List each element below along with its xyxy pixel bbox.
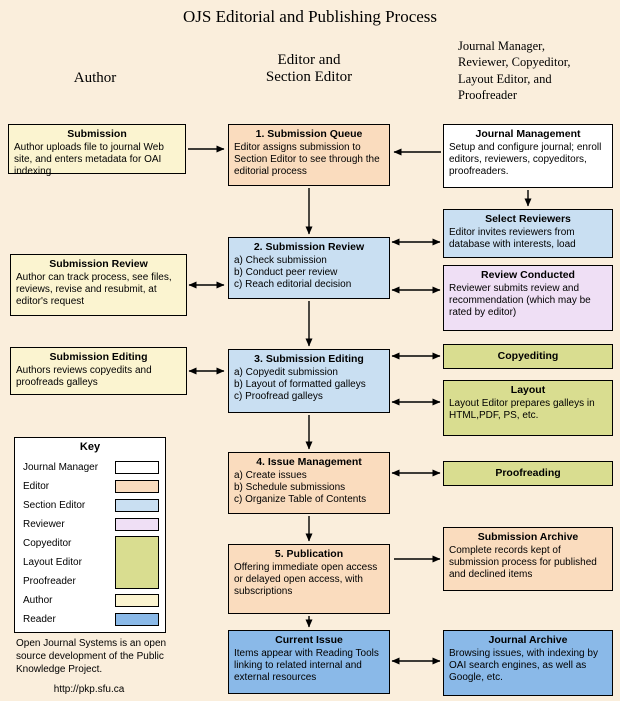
box-layout: Layout Layout Editor prepares galleys in… bbox=[443, 380, 613, 436]
legend-label: Reviewer bbox=[23, 519, 65, 530]
legend-label: Section Editor bbox=[23, 500, 86, 511]
box-submission-editing: 3. Submission Editing a) Copyedit submis… bbox=[228, 349, 390, 413]
box-submission-queue-body: Editor assigns submission to Section Edi… bbox=[234, 141, 380, 178]
box-copyediting-title: Copyediting bbox=[497, 349, 559, 362]
box-submission-review-title: 2. Submission Review bbox=[253, 241, 365, 253]
box-journal-archive: Journal Archive Browsing issues, with in… bbox=[443, 630, 613, 696]
box-submission-title: Submission bbox=[67, 128, 127, 140]
box-current-issue-title: Current Issue bbox=[275, 634, 343, 646]
box-review-conducted-title: Review Conducted bbox=[481, 269, 575, 281]
box-publication-body: Offering immediate open access or delaye… bbox=[234, 561, 378, 598]
pkp-url: http://pkp.sfu.ca bbox=[53, 684, 125, 695]
box-submission-review-author: Submission Review Author can track proce… bbox=[10, 254, 187, 316]
box-submission-editing-author-title: Submission Editing bbox=[49, 351, 148, 363]
legend-row-journal-manager: Journal Manager bbox=[23, 458, 159, 477]
legend-swatch-editor bbox=[115, 480, 159, 493]
column-header-manager-reviewer: Journal Manager, Reviewer, Copyeditor, L… bbox=[458, 39, 571, 102]
box-layout-title: Layout bbox=[510, 384, 546, 396]
box-publication: 5. Publication Offering immediate open a… bbox=[228, 544, 390, 614]
column-header-editor: Editor and Section Editor bbox=[265, 52, 353, 85]
box-current-issue-body: Items appear with Reading Tools linking … bbox=[234, 647, 379, 684]
legend-swatch-section-editor bbox=[115, 499, 159, 512]
box-submission-editing-title: 3. Submission Editing bbox=[254, 353, 364, 365]
legend-row-reviewer: Reviewer bbox=[23, 515, 159, 534]
legend-swatch-reviewer bbox=[115, 518, 159, 531]
box-copyediting: Copyediting bbox=[443, 344, 613, 369]
legend-label: Author bbox=[23, 595, 53, 606]
legend-row-copyeditor: Copyeditor bbox=[23, 534, 159, 553]
box-select-reviewers-title: Select Reviewers bbox=[485, 213, 571, 225]
legend-box: Key Journal Manager Editor Section Edito… bbox=[14, 437, 166, 633]
box-journal-archive-title: Journal Archive bbox=[488, 634, 568, 646]
box-submission-archive: Submission Archive Complete records kept… bbox=[443, 527, 613, 591]
box-submission-review-author-title: Submission Review bbox=[49, 258, 148, 270]
box-select-reviewers: Select Reviewers Editor invites reviewer… bbox=[443, 209, 613, 258]
legend-swatch-copyeditor-group bbox=[115, 536, 159, 589]
legend-row-reader: Reader bbox=[23, 610, 159, 629]
box-submission-archive-body: Complete records kept of submission proc… bbox=[449, 544, 597, 581]
legend-label: Copyeditor bbox=[23, 538, 72, 549]
box-review-conducted: Review Conducted Reviewer submits review… bbox=[443, 265, 613, 331]
box-issue-management: 4. Issue Management a) Create issues b) … bbox=[228, 452, 390, 514]
box-journal-management-title: Journal Management bbox=[475, 128, 581, 140]
box-submission: Submission Author uploads file to journa… bbox=[8, 124, 186, 177]
box-submission-review: 2. Submission Review a) Check submission… bbox=[228, 237, 390, 299]
legend-label: Reader bbox=[23, 614, 56, 625]
box-submission-review-author-body: Author can track process, see files, rev… bbox=[16, 271, 172, 308]
box-publication-title: 5. Publication bbox=[274, 548, 344, 560]
box-journal-archive-body: Browsing issues, with indexing by OAI se… bbox=[449, 647, 598, 684]
box-current-issue: Current Issue Items appear with Reading … bbox=[228, 630, 390, 694]
box-submission-queue-title: 1. Submission Queue bbox=[255, 128, 363, 140]
legend-row-layout-editor: Layout Editor bbox=[23, 553, 159, 572]
box-layout-body: Layout Editor prepares galleys in HTML,P… bbox=[449, 397, 595, 421]
box-submission-editing-author-body: Authors reviews copyedits and proofreads… bbox=[16, 364, 152, 388]
box-submission-queue: 1. Submission Queue Editor assigns submi… bbox=[228, 124, 390, 186]
legend-title: Key bbox=[79, 441, 101, 453]
legend-row-proofreader: Proofreader bbox=[23, 572, 159, 591]
legend-swatch-author bbox=[115, 594, 159, 607]
box-submission-archive-title: Submission Archive bbox=[477, 531, 579, 543]
box-proofreading-title: Proofreading bbox=[495, 466, 561, 479]
box-submission-editing-author: Submission Editing Authors reviews copye… bbox=[10, 347, 187, 395]
legend-label: Journal Manager bbox=[23, 462, 99, 473]
legend-label: Layout Editor bbox=[23, 557, 82, 568]
box-issue-management-title: 4. Issue Management bbox=[256, 456, 362, 468]
box-proofreading: Proofreading bbox=[443, 461, 613, 486]
box-select-reviewers-body: Editor invites reviewers from database w… bbox=[449, 226, 576, 250]
legend-swatch-journal-manager bbox=[115, 461, 159, 474]
legend-row-section-editor: Section Editor bbox=[23, 496, 159, 515]
box-submission-review-body: a) Check submission b) Conduct peer revi… bbox=[234, 254, 352, 291]
legend-label: Editor bbox=[23, 481, 50, 492]
box-submission-editing-body: a) Copyedit submission b) Layout of form… bbox=[234, 366, 366, 403]
box-journal-management-body: Setup and configure journal; enroll edit… bbox=[449, 141, 602, 178]
legend-swatch-reader bbox=[115, 613, 159, 626]
column-header-author: Author bbox=[73, 70, 117, 86]
ojs-note: Open Journal Systems is an open source d… bbox=[16, 638, 167, 675]
box-review-conducted-body: Reviewer submits review and recommendati… bbox=[449, 282, 591, 319]
legend-label: Proofreader bbox=[23, 576, 76, 587]
legend-row-editor: Editor bbox=[23, 477, 159, 496]
box-journal-management: Journal Management Setup and configure j… bbox=[443, 124, 613, 188]
box-submission-body: Author uploads file to journal Web site,… bbox=[14, 141, 164, 178]
box-issue-management-body: a) Create issues b) Schedule submissions… bbox=[234, 469, 367, 506]
page-title: OJS Editorial and Publishing Process bbox=[182, 7, 438, 26]
legend-row-author: Author bbox=[23, 591, 159, 610]
